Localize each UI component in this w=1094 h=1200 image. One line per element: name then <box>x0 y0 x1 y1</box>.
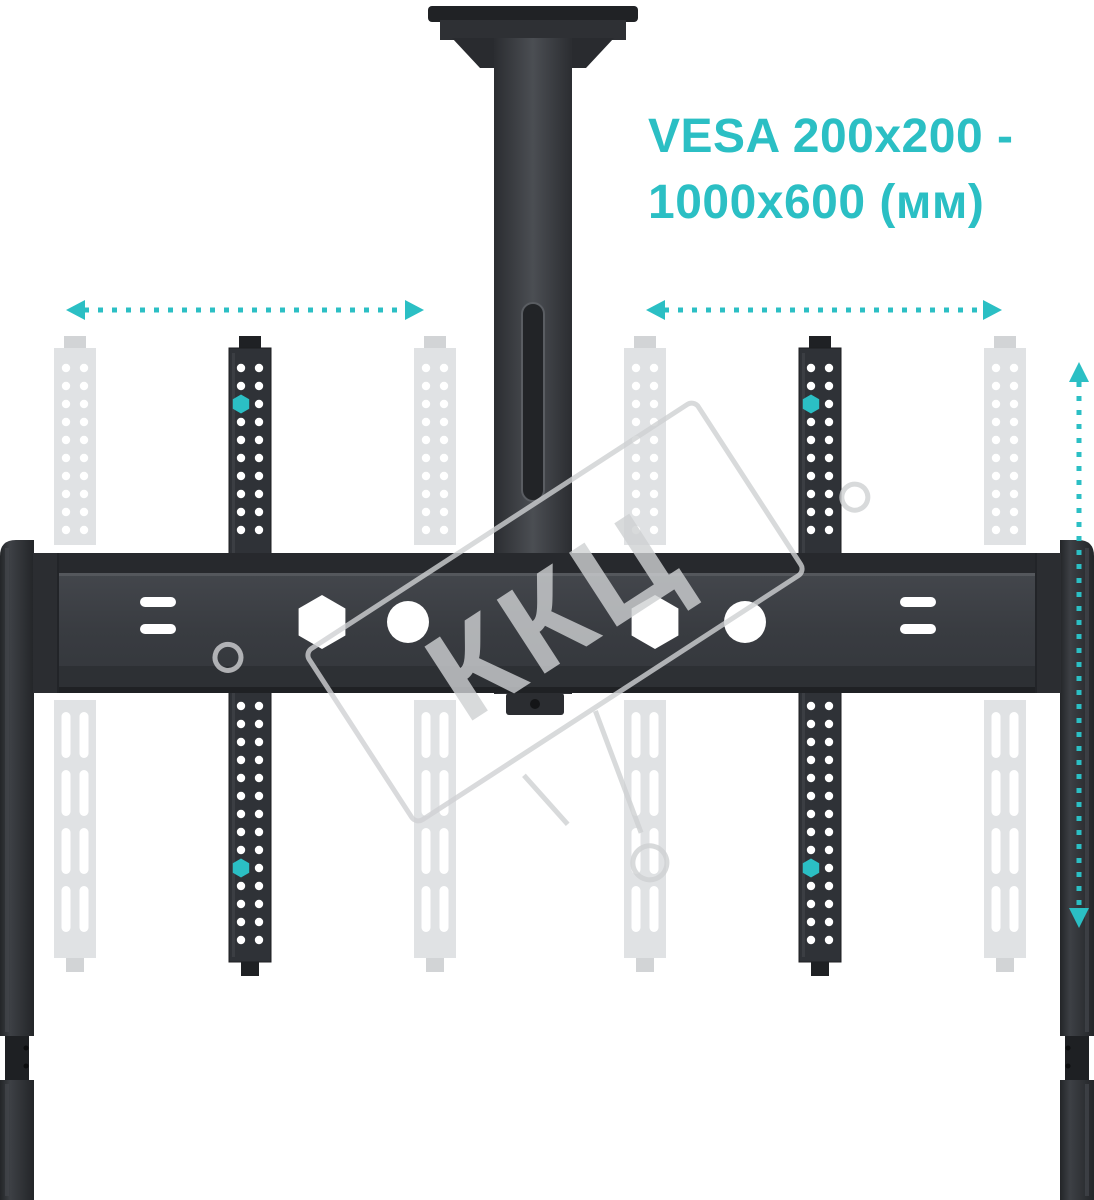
range-arrow-vertical-icon <box>1069 362 1089 928</box>
right-pole-joint <box>1065 1036 1089 1080</box>
crossbar-mount-slots-left <box>140 597 176 634</box>
column-lower-connector <box>506 693 564 715</box>
left-pole <box>0 540 34 1200</box>
range-arrow-horizontal-left-icon <box>66 300 424 320</box>
crossbar-round-hole-left <box>387 601 429 643</box>
crossbar-round-hole-right <box>724 601 766 643</box>
vesa-size-label: VESA 200x200 - 1000x600 (мм) <box>648 104 1013 236</box>
column-adjust-slot <box>521 302 545 502</box>
vesa-size-label-line1: VESA 200x200 - <box>648 110 1014 163</box>
crossbar-mount-slots-right <box>900 597 936 634</box>
vesa-size-label-line2: 1000x600 (мм) <box>648 176 985 229</box>
left-pole-joint <box>5 1036 29 1080</box>
range-arrow-horizontal-right-icon <box>646 300 1002 320</box>
